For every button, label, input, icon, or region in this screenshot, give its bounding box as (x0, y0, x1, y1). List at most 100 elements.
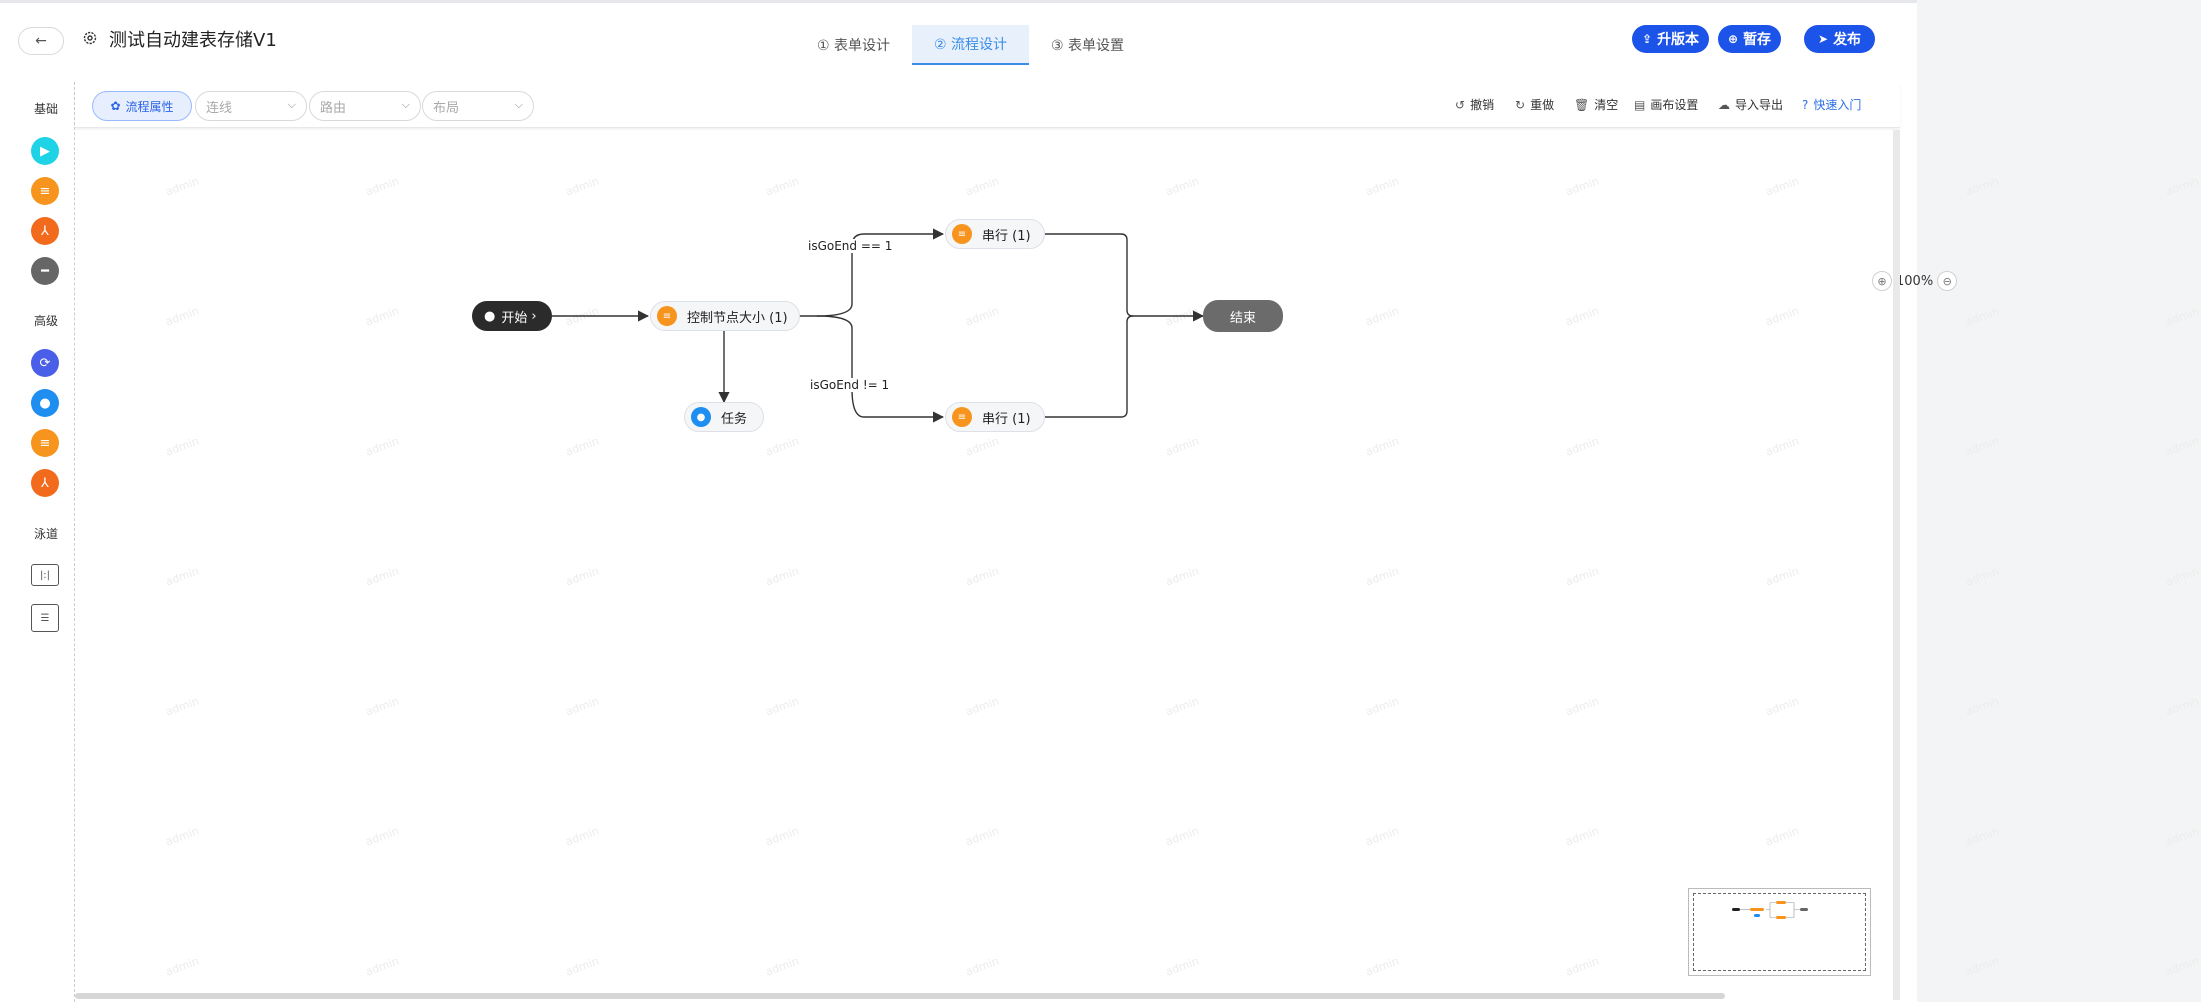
undo-icon: ↺ (1455, 97, 1466, 112)
task-node[interactable]: ● 任务 (684, 402, 764, 432)
chevron-right-icon: › (531, 308, 537, 324)
watermark-text: admin (2163, 434, 2201, 459)
end-node-label: 结束 (1229, 310, 1256, 326)
start-node-tool[interactable]: ▶ (31, 137, 59, 165)
help-icon: ? (1802, 97, 1809, 112)
watermark-text: admin (1963, 694, 2001, 719)
task-node-label: 任务 (721, 411, 748, 427)
clear-button[interactable]: 🗑 清空 (1574, 96, 1618, 113)
process-properties-button[interactable]: ✿ 流程属性 (92, 91, 192, 121)
watermark-text: admin (1963, 824, 2001, 849)
branch-icon: ⅄ (41, 223, 49, 239)
edge-serial-bottom-end[interactable] (1045, 315, 1134, 418)
serial-icon: ≡ (657, 306, 677, 326)
canvas-settings-icon: ▤ (1634, 97, 1646, 112)
watermark-text: admin (2163, 694, 2201, 719)
router-placeholder: 路由 (320, 100, 347, 116)
loop-icon: ⟳ (39, 355, 51, 371)
edge-control-serial-bottom[interactable] (816, 315, 945, 423)
redo-label: 重做 (1530, 98, 1555, 112)
back-button[interactable]: ← (18, 27, 64, 55)
control-node-label: 控制节点大小 (1) (687, 310, 788, 326)
edge-label-not-go-end[interactable]: isGoEnd != 1 (810, 378, 890, 392)
end-node[interactable]: 结束 (1203, 300, 1283, 332)
start-node[interactable]: ● 开始 › (472, 301, 552, 331)
start-node-label: 开始 (501, 310, 528, 326)
branch-icon: ⅄ (41, 475, 49, 491)
watermark-text: admin (2163, 564, 2201, 589)
edge-serial-top-end[interactable] (1045, 233, 1205, 322)
layout-select[interactable]: 布局 ⌵ (422, 91, 534, 121)
edge-label-go-end[interactable]: isGoEnd == 1 (808, 239, 893, 253)
flow-canvas[interactable]: admin admin admin admin admin admin admin admin… (75, 130, 2201, 1000)
cloud-icon: ☁ (1718, 97, 1730, 112)
settings-icon (83, 31, 97, 45)
redo-button[interactable]: ↻ 重做 (1515, 96, 1554, 113)
serial-icon: ≡ (39, 183, 51, 199)
serial-node-top[interactable]: ≡ 串行 (1) (945, 219, 1045, 249)
serial-node-bottom[interactable]: ≡ 串行 (1) (945, 402, 1045, 432)
canvas-settings-button[interactable]: ▤ 画布设置 (1634, 96, 1698, 113)
parallel-node-tool[interactable]: ⅄ (31, 469, 59, 497)
user-icon: ● (39, 395, 51, 411)
palette-group-lane: 泳道 (33, 527, 58, 541)
undo-label: 撤销 (1470, 98, 1495, 112)
watermark-text: admin (1963, 174, 2001, 199)
watermark-text: admin (2163, 174, 2201, 199)
end-node-tool[interactable]: ━ (31, 257, 59, 285)
publish-button[interactable]: ➤ 发布 (1804, 25, 1876, 53)
save-draft-label: 暂存 (1743, 32, 1772, 48)
zoom-in-button[interactable]: ⊕ (1872, 271, 1892, 291)
serial-node-top-label: 串行 (1) (982, 228, 1031, 244)
control-node[interactable]: ≡ 控制节点大小 (1) (650, 301, 800, 331)
process-properties-label: 流程属性 (125, 99, 174, 114)
watermark-text: admin (1963, 954, 2001, 979)
watermark-text: admin (1963, 564, 2001, 589)
serial-icon: ≡ (39, 435, 51, 451)
tab-form-design[interactable]: ① 表单设计 (817, 38, 891, 54)
undo-button[interactable]: ↺ 撤销 (1455, 96, 1494, 113)
import-export-button[interactable]: ☁ 导入导出 (1718, 96, 1783, 113)
quick-start-button[interactable]: ? 快速入门 (1802, 96, 1861, 113)
branch-node-tool[interactable]: ⅄ (31, 217, 59, 245)
import-export-label: 导入导出 (1735, 98, 1784, 112)
edges-layer (552, 228, 1205, 423)
watermark-text: admin (2163, 824, 2201, 849)
gear-icon: ✿ (110, 99, 121, 113)
quick-start-label: 快速入门 (1813, 98, 1862, 112)
canvas-settings-label: 画布设置 (1650, 98, 1699, 112)
tab-flow-design[interactable]: ② 流程设计 (912, 25, 1030, 65)
serial-node-tool[interactable]: ≡ (31, 177, 59, 205)
task-node-tool[interactable]: ● (31, 389, 59, 417)
horizontal-scrollbar[interactable] (75, 993, 1725, 999)
serial-icon: ≡ (952, 407, 972, 427)
edge-control-serial-top[interactable] (799, 228, 945, 317)
zoom-control: ⊕ 100% ⊖ (1872, 269, 1958, 293)
tab-form-settings[interactable]: ③ 表单设置 (1051, 38, 1125, 54)
upload-icon: ⇪ (1642, 32, 1653, 46)
chevron-down-icon: ⌵ (287, 98, 296, 111)
minus-icon: ━ (41, 263, 49, 279)
chevron-down-icon: ⌵ (401, 98, 410, 111)
router-select[interactable]: 路由 ⌵ (309, 91, 421, 121)
edge-style-select[interactable]: 连线 ⌵ (195, 91, 307, 121)
minimap-viewport[interactable] (1693, 893, 1866, 971)
loop-node-tool[interactable]: ⟳ (31, 349, 59, 377)
save-draft-button[interactable]: ⊕ 暂存 (1718, 25, 1782, 53)
upgrade-version-button[interactable]: ⇪ 升版本 (1632, 25, 1710, 53)
chevron-down-icon: ⌵ (514, 98, 523, 111)
plus-circle-icon: ⊕ (1728, 32, 1739, 46)
zoom-level: 100% (1896, 273, 1934, 289)
vertical-lane-tool[interactable]: ☰ (31, 604, 59, 632)
serial-advanced-node-tool[interactable]: ≡ (31, 429, 59, 457)
trash-icon: 🗑 (1574, 97, 1590, 112)
watermark-text: admin (1963, 304, 2001, 329)
zoom-out-button[interactable]: ⊖ (1937, 271, 1958, 291)
horizontal-lane-tool[interactable]: |:| (31, 564, 59, 586)
watermark-text: admin (1963, 434, 2001, 459)
vertical-scrollbar[interactable] (1893, 130, 1900, 1000)
minimap[interactable] (1688, 888, 1871, 976)
palette-group-advanced: 高级 (33, 314, 58, 328)
tab-bar: ① 表单设计 ② 流程设计 ③ 表单设置 (795, 25, 1146, 65)
